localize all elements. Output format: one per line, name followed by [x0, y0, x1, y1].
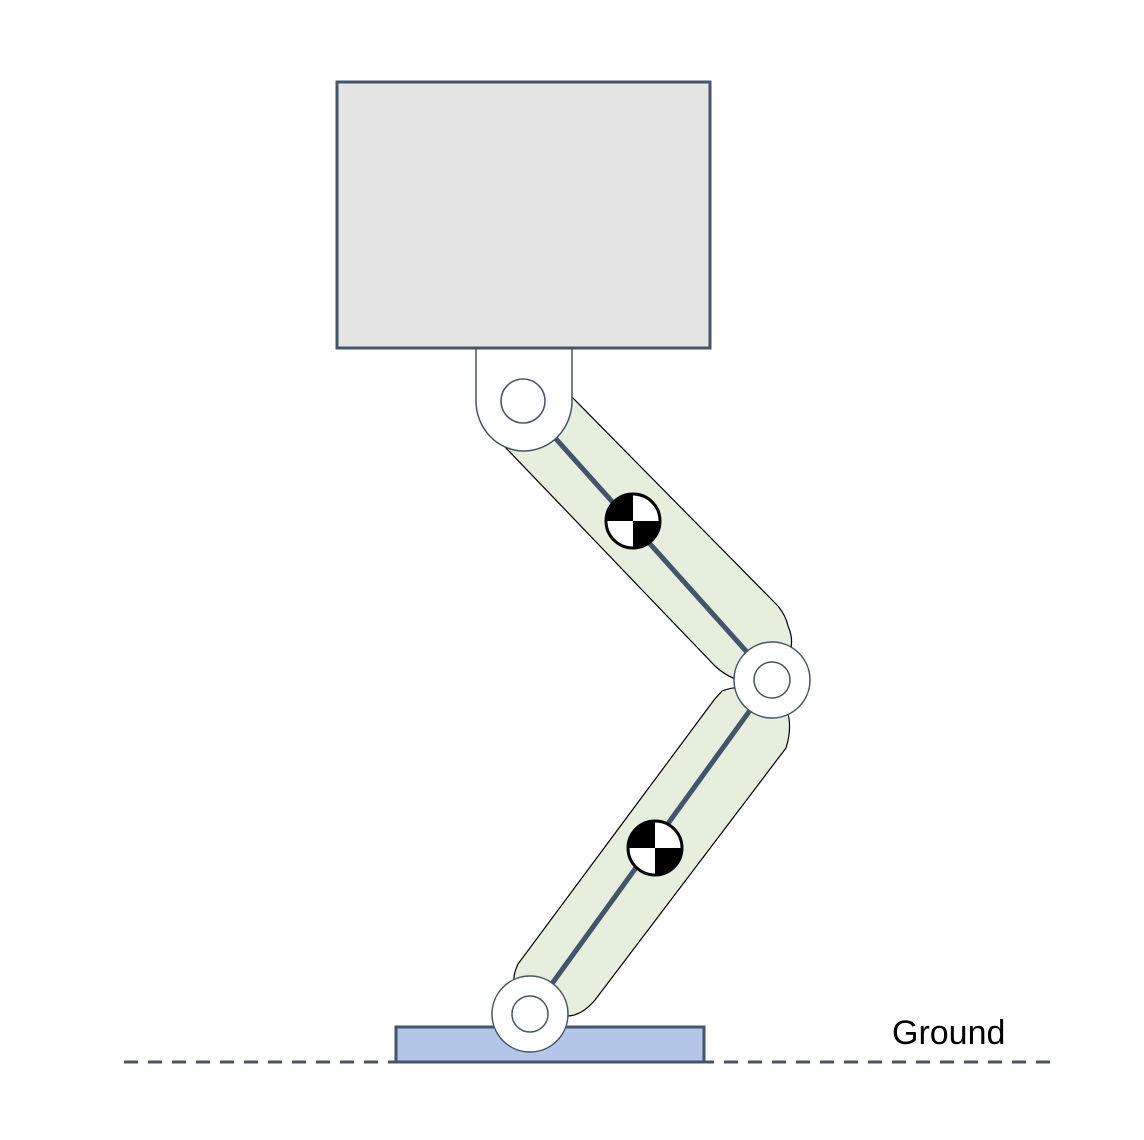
lower-link-com-icon [626, 819, 684, 877]
hip-joint [500, 378, 546, 424]
hip-joint-icon [500, 378, 546, 424]
knee-joint [733, 641, 811, 719]
upper-link-com-icon [604, 492, 662, 550]
ankle-joint [491, 975, 569, 1053]
ankle-joint-inner-icon [511, 995, 549, 1033]
knee-joint-inner-icon [753, 661, 791, 699]
ground-label: Ground [892, 1014, 1005, 1052]
main-body [335, 80, 712, 350]
